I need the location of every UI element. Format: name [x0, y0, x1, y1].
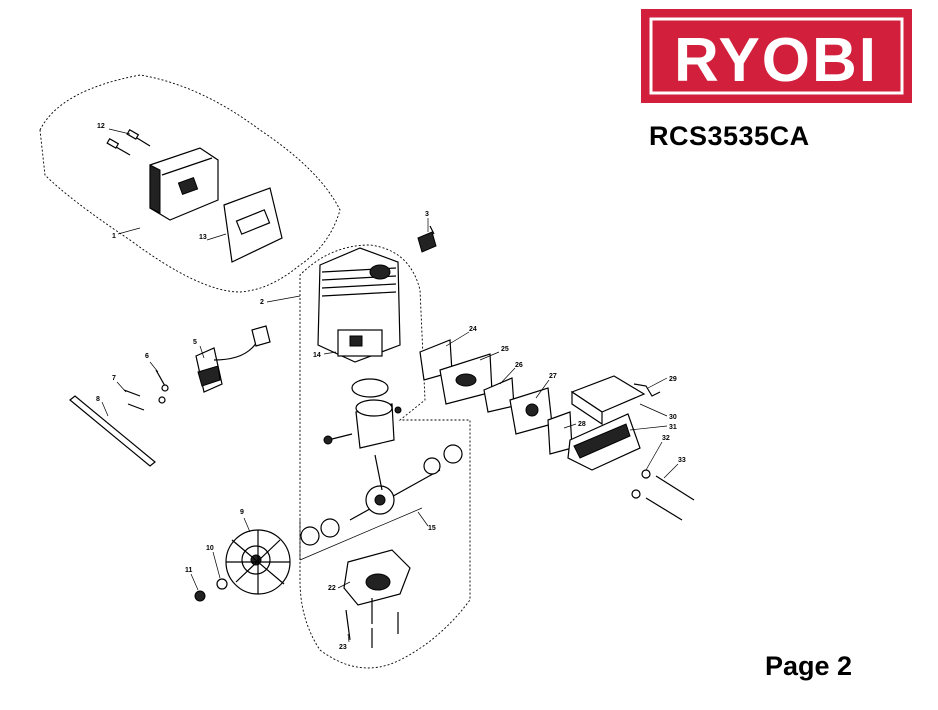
callout-14: 14 [313, 352, 321, 359]
callout-30: 30 [669, 414, 677, 421]
cable-clip-part [69, 395, 156, 467]
page-number: Page 2 [765, 651, 853, 681]
callout-6: 6 [145, 353, 149, 360]
muffler-gasket-part [223, 187, 283, 263]
callout-labels: 1 2 3 5 6 7 8 9 10 11 12 13 14 15 22 23 … [96, 123, 686, 651]
air-box-gasket-part [547, 411, 573, 455]
cylinder-part [317, 247, 401, 363]
crankcase-screws-part [345, 598, 399, 648]
filter-clip-part [633, 383, 661, 397]
engine-group-outline [299, 244, 471, 669]
muffler-body-part [149, 147, 219, 221]
muffler-bolt-part [106, 128, 151, 156]
callout-25: 25 [501, 346, 509, 353]
callout-2: 2 [260, 299, 264, 306]
ryobi-logo: RYOBI [641, 9, 912, 103]
callout-leaders [101, 128, 679, 643]
callout-22: 22 [328, 585, 336, 592]
ignition-coil-part [195, 325, 271, 393]
callout-28: 28 [578, 421, 586, 428]
callout-9: 9 [240, 509, 244, 516]
callout-31: 31 [669, 424, 677, 431]
flywheel-washer-part [216, 578, 228, 590]
callout-5: 5 [193, 339, 197, 346]
callout-24: 24 [469, 326, 477, 333]
spark-plug-part [417, 225, 437, 253]
callout-10: 10 [206, 545, 214, 552]
logo-wordmark: RYOBI [674, 26, 878, 95]
carburetor-part [509, 387, 553, 435]
flywheel-part [225, 529, 291, 595]
callout-1: 1 [112, 233, 116, 240]
crankshaft-part [300, 444, 463, 546]
callout-11: 11 [185, 567, 193, 574]
air-box-bolts-part [631, 469, 695, 521]
callout-8: 8 [96, 396, 100, 403]
callout-26: 26 [515, 362, 523, 369]
piston-part [323, 378, 402, 449]
callout-7: 7 [112, 375, 116, 382]
flywheel-nut-part [194, 590, 206, 602]
model-number: RCS3535CA [649, 121, 810, 151]
callout-12: 12 [97, 123, 105, 130]
callout-32: 32 [662, 435, 670, 442]
callout-23: 23 [339, 644, 347, 651]
coil-screws-part [123, 369, 169, 411]
callout-13: 13 [199, 234, 207, 241]
muffler-group-outline [39, 74, 341, 293]
callout-15: 15 [428, 525, 436, 532]
callout-29: 29 [669, 376, 677, 383]
callout-3: 3 [425, 211, 429, 218]
callout-27: 27 [549, 373, 557, 380]
callout-33: 33 [678, 457, 686, 464]
crankcase-part [343, 549, 411, 606]
